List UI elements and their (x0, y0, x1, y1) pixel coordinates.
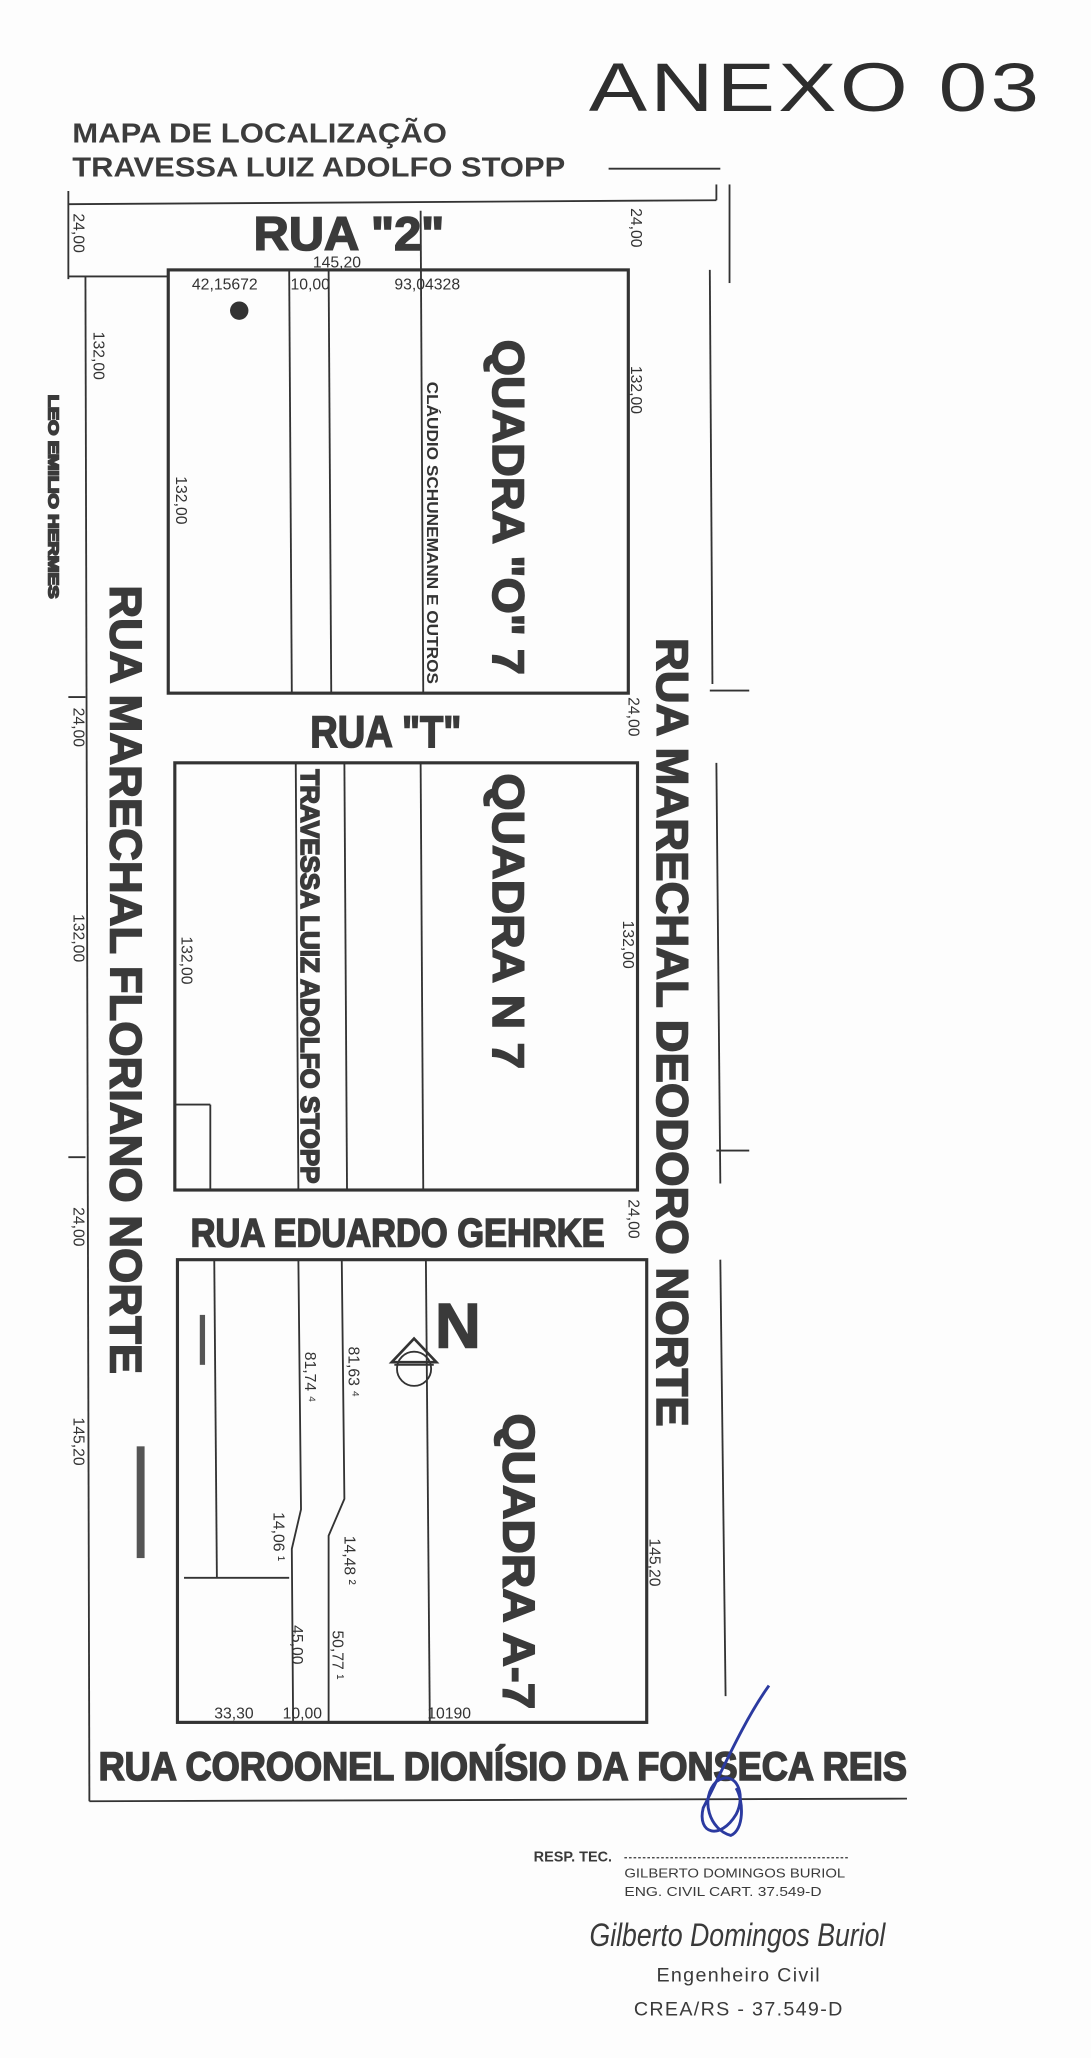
street-rua-2: RUA "2" (254, 208, 445, 261)
dim-street-mid2-right: 24,00 (624, 1199, 641, 1239)
street-eduardo-gehrke: RUA EDUARDO GEHRKE (191, 1212, 605, 1256)
block-n7-outline (173, 761, 640, 1192)
street-rua-t: RUA "T" (310, 708, 461, 757)
engineer-name-caps: GILBERTO DOMINGOS BURIOL (624, 1866, 845, 1880)
dim-street-top-left: 24,00 (70, 213, 87, 253)
dim-bottom-b: 10,00 (283, 1705, 323, 1722)
dim-depth-right-3: 145,20 (645, 1538, 662, 1586)
block-a7-outline (175, 1258, 649, 1724)
lot-lines (174, 210, 431, 1723)
street-coronel-dionisio: RUA COROONEL DIONÍSIO DA FONSECA REIS (99, 1745, 907, 1789)
dim-depth-inner-2: 132,00 (177, 936, 194, 984)
block-o7-outline (166, 268, 630, 695)
dim-depth-inner-1: 132,00 (172, 476, 189, 524)
dim-lot-b: 93,04328 (394, 277, 460, 294)
annex-title: ANEXO 03 (589, 50, 1042, 126)
street-travessa: TRAVESSA LUIZ ADOLFO STOPP (295, 769, 325, 1183)
owner-claudio-schunemann: CLÁUDIO SCHUNEMANN E OUTROS (423, 382, 442, 684)
dim-top-width: 145,20 (313, 254, 361, 271)
stamp-crea: CREA/RS - 37.549-D (634, 1999, 844, 2021)
block-a7-label: QUADRA A-7 (493, 1413, 542, 1709)
block-n7-label: QUADRA N 7 (483, 773, 532, 1069)
north-arrow-icon (388, 1336, 440, 1387)
marker-dot (230, 301, 249, 320)
owner-leo-emilio-hermes: LEO EMILIO HERMES (45, 395, 61, 599)
dim-lot-a: 42,15672 (192, 277, 258, 294)
dim-14-06: 14,06 ¹ (269, 1512, 286, 1561)
stamp-name: Gilberto Domingos Buriol (590, 1916, 887, 1953)
dim-depth-right-2: 132,00 (619, 921, 636, 969)
dim-street-top-right: 24,00 (627, 208, 644, 248)
dim-45-00: 45,00 (288, 1625, 305, 1665)
dim-depth-left-2: 132,00 (70, 914, 87, 962)
dim-bottom-c: 10190 (427, 1705, 471, 1722)
resp-tec-label: RESP. TEC. (534, 1850, 612, 1866)
block-o7-label: QUADRA "O" 7 (483, 340, 532, 675)
map-title-line2: TRAVESSA LUIZ ADOLFO STOPP (72, 152, 565, 183)
street-lines (67, 167, 907, 1803)
dim-depth-right-1: 132,00 (627, 366, 644, 414)
dim-depth-left-1: 132,00 (89, 332, 106, 380)
dim-50-77: 50,77 ¹ (329, 1630, 346, 1679)
dim-81-63: 81,63 ⁴ (344, 1346, 361, 1397)
dim-bottom-a: 33,30 (214, 1705, 254, 1722)
signature-scribble (700, 1684, 771, 1837)
dim-travessa-width: 10,00 (290, 277, 330, 294)
dim-81-74: 81,74 ⁴ (301, 1352, 318, 1403)
street-marechal-floriano: RUA MARECHAL FLORIANO NORTE (100, 585, 149, 1374)
dim-street-mid2-left: 24,00 (70, 1207, 87, 1247)
street-marechal-deodoro: RUA MARECHAL DEODORO NORTE (647, 638, 696, 1427)
engineer-cart: ENG. CIVIL CART. 37.549-D (624, 1885, 821, 1899)
dim-street-mid1-left: 24,00 (70, 708, 87, 748)
north-label: N (435, 1292, 481, 1362)
map-title-line1: MAPA DE LOCALIZAÇÃO (72, 117, 447, 148)
smudged-label-marks (136, 1314, 206, 1559)
dim-14-48: 14,48 ² (340, 1536, 357, 1585)
dim-depth-left-3: 145,20 (70, 1417, 87, 1465)
stamp-title: Engenheiro Civil (656, 1964, 821, 1986)
dim-street-mid1-right: 24,00 (624, 697, 641, 737)
